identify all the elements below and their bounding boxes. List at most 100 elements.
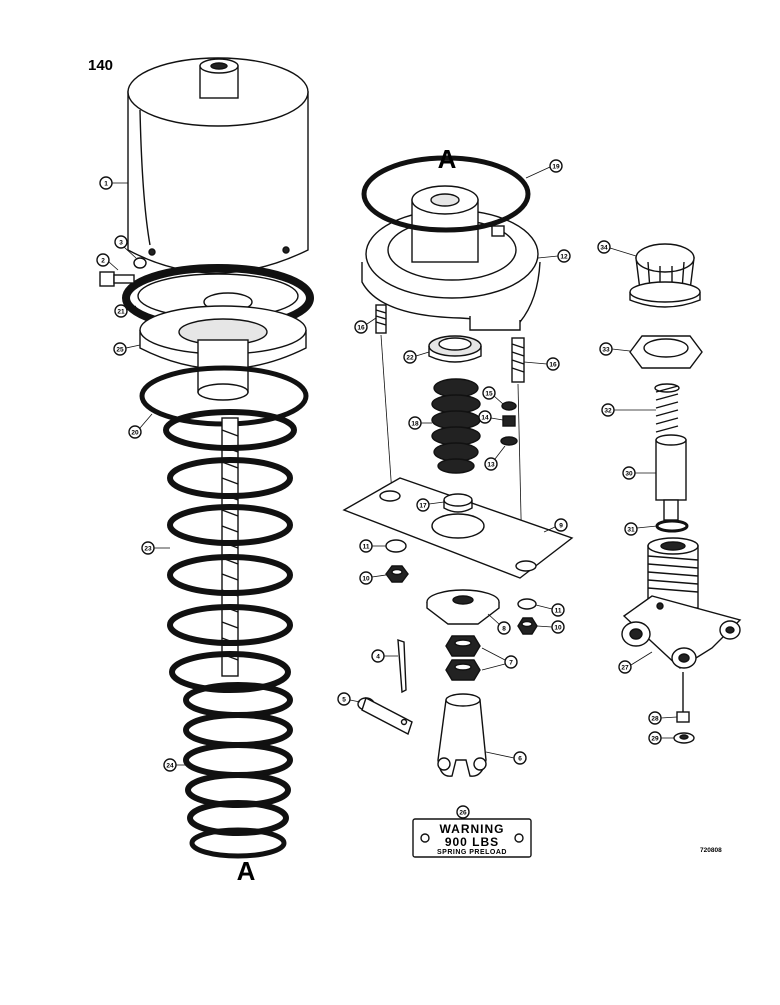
svg-text:31: 31 [627,527,635,534]
section-label-bottom: A [237,856,256,886]
valve-plunger [655,434,687,521]
callout-31: 31 [624,522,658,536]
svg-text:3: 3 [119,240,123,247]
spring-rod [221,417,239,677]
stud-right [511,337,525,383]
warning-line-1: WARNING [440,822,505,836]
outer-coil-spring [183,682,293,859]
callout-29: 29 [648,731,674,745]
callout-16-left: 16 [354,317,377,334]
svg-text:34: 34 [600,245,608,252]
cotter-pin [397,639,407,694]
clevis-yoke [437,693,487,777]
jam-nuts [445,635,481,681]
callout-18: 18 [408,416,432,430]
svg-text:29: 29 [651,736,659,743]
warning-line-2: 900 LBS [445,835,499,849]
seal-ring [428,335,482,363]
hex-nut-left [385,565,409,583]
svg-text:6: 6 [518,756,522,763]
bushing-ring [443,493,473,513]
svg-text:10: 10 [554,625,562,632]
svg-text:26: 26 [459,810,467,817]
callout-32: 32 [601,403,656,417]
spring-seat-plate [139,305,307,401]
callout-5: 5 [337,692,361,706]
callout-22: 22 [403,350,430,364]
bleed-washer [673,732,695,744]
lock-washer-left [385,539,407,553]
svg-text:4: 4 [376,654,380,661]
callout-34: 34 [597,240,637,257]
callout-15: 15 [482,386,504,405]
callout-28: 28 [648,711,678,725]
svg-text:11: 11 [363,544,370,551]
svg-text:7: 7 [509,660,513,667]
hex-nut-right [517,617,538,635]
small-washers [500,401,518,446]
stud-left [375,304,387,334]
callout-19: 19 [525,159,563,179]
svg-text:10: 10 [362,576,370,583]
callout-33: 33 [599,342,631,356]
svg-text:5: 5 [342,697,346,704]
svg-text:25: 25 [116,347,124,354]
svg-text:12: 12 [560,254,568,261]
svg-text:22: 22 [406,355,414,362]
callout-10-left: 10 [359,571,387,585]
svg-text:28: 28 [651,716,659,723]
inner-coil-spring [163,409,297,693]
svg-text:15: 15 [485,391,493,398]
valve-o-ring [655,519,689,533]
callout-8: 8 [487,613,511,635]
svg-text:27: 27 [621,665,629,672]
o-ring-large [361,155,531,233]
svg-text:16: 16 [549,362,557,369]
svg-text:2: 2 [101,258,105,265]
section-label-top: A [438,144,457,174]
callout-14: 14 [478,410,504,424]
valve-cap [629,243,701,308]
svg-text:32: 32 [604,408,612,415]
callout-2: 2 [96,253,119,271]
callout-1: 1 [99,176,128,190]
svg-text:13: 13 [487,462,495,469]
svg-text:8: 8 [502,626,506,633]
callout-7: 7 [481,647,518,671]
callout-6: 6 [485,751,527,765]
callout-23: 23 [141,541,170,555]
callout-21: 21 [114,304,137,318]
svg-text:23: 23 [144,546,152,553]
mounting-plate [342,477,574,579]
valve-spring [654,383,680,433]
callout-3: 3 [114,235,137,259]
callout-27: 27 [618,651,653,674]
svg-text:19: 19 [552,164,560,171]
spring-retainer-cap [426,589,500,625]
callout-11-right: 11 [535,603,565,617]
warning-plate: WARNING 900 LBS SPRING PRELOAD [412,818,532,858]
callout-25: 25 [113,342,141,356]
bleed-screw [676,672,690,723]
housing-top [361,185,541,331]
callout-26: 26 [456,805,470,819]
callout-17: 17 [416,498,445,512]
clevis-pin [357,696,413,736]
svg-text:17: 17 [419,503,427,510]
svg-text:16: 16 [357,325,365,332]
svg-text:20: 20 [131,430,139,437]
rubber-bellows [431,378,481,474]
svg-text:24: 24 [166,763,174,770]
drawing-code: 720808 [700,847,722,854]
callout-9: 9 [543,518,568,533]
canister-cover [127,57,309,274]
callout-20: 20 [128,413,153,439]
svg-text:33: 33 [602,347,610,354]
svg-text:9: 9 [559,523,563,530]
callout-16-right: 16 [523,357,560,371]
callout-11-left: 11 [359,539,386,553]
lock-washer-right [517,598,537,610]
valve-body [621,537,742,669]
